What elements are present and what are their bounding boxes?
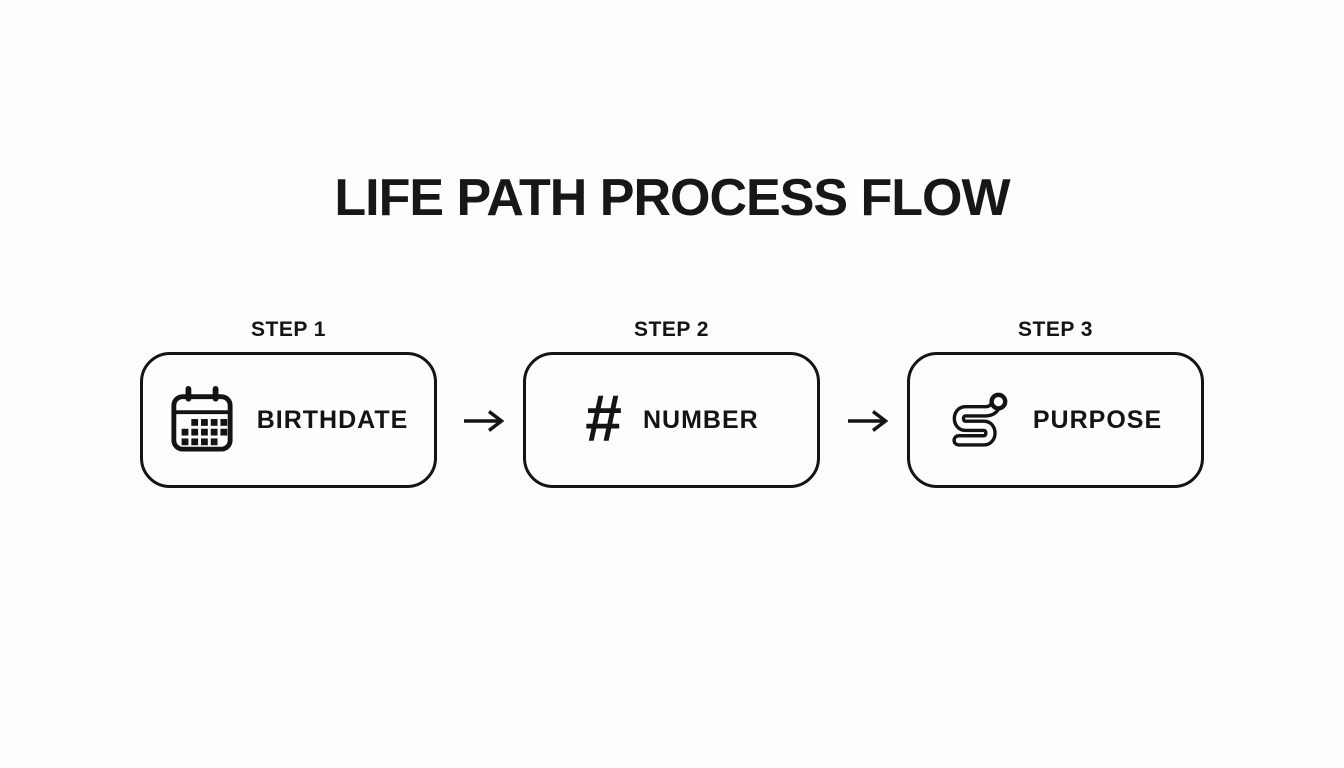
step-2-name: NUMBER <box>643 405 759 434</box>
arrow-right-icon <box>846 407 890 435</box>
step-2-label: STEP 2 <box>634 318 709 341</box>
arrow-right-icon <box>462 407 506 435</box>
step-3-box: PURPOSE <box>907 352 1204 488</box>
step-1: STEP 1 BIRTHDATE <box>140 318 437 488</box>
page-title: LIFE PATH PROCESS FLOW <box>334 169 1010 227</box>
step-2-box: # NUMBER <box>523 352 820 488</box>
route-icon <box>949 389 1011 451</box>
process-flow: STEP 1 BIRTHDATE <box>140 318 1206 490</box>
step-2: STEP 2 # NUMBER <box>523 318 820 488</box>
step-1-label: STEP 1 <box>251 318 326 341</box>
step-1-box: BIRTHDATE <box>140 352 437 488</box>
hash-icon: # <box>584 381 621 455</box>
calendar-icon <box>169 384 235 456</box>
step-3: STEP 3 PURPOSE <box>907 318 1204 488</box>
step-3-name: PURPOSE <box>1032 405 1163 434</box>
step-1-name: BIRTHDATE <box>256 405 409 434</box>
step-3-label: STEP 3 <box>1018 318 1093 341</box>
